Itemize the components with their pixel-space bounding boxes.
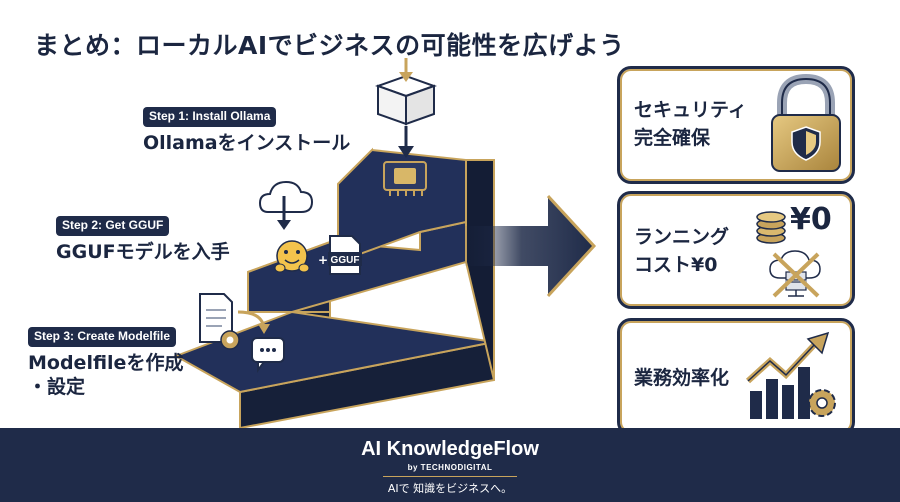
- brand-separator: [383, 476, 517, 477]
- brand-name: AI KnowledgeFlow: [361, 438, 539, 460]
- chat-bubble-icon: [251, 337, 285, 373]
- brand-by: by TECHNODIGITAL: [407, 463, 493, 472]
- package-box-icon: [375, 58, 437, 126]
- plus-icon: +: [318, 253, 328, 267]
- benefit-card-efficiency: 業務効率化: [617, 318, 855, 436]
- benefit-2-line2: コスト¥0: [634, 254, 718, 276]
- step-1-tag: Step 1: Install Ollama: [143, 107, 277, 127]
- benefit-1-line2: 完全確保: [634, 127, 711, 149]
- curved-arrow-icon: [237, 310, 270, 334]
- document-icon: [199, 293, 233, 343]
- step-3-tag: Step 3: Create Modelfile: [28, 327, 177, 347]
- big-right-arrow-icon: [462, 194, 597, 298]
- step-2-text: GGUFモデルを入手: [56, 241, 230, 263]
- growth-chart-gear-icon: [745, 331, 836, 419]
- zero-cost-icon-text: ¥0: [790, 202, 832, 237]
- benefit-card-cost: ランニング コスト¥0 ¥0: [617, 191, 855, 309]
- step-3-text-line2: ・設定: [28, 376, 86, 398]
- step-3-text-line1: Modelfileを作成: [28, 352, 184, 374]
- coins-icon: [756, 211, 786, 244]
- chip-icon: [383, 161, 427, 196]
- no-cloud-server-icon: [769, 250, 821, 298]
- gear-icon: [220, 330, 240, 350]
- benefit-card-security: セキュリティ 完全確保: [617, 66, 855, 184]
- benefit-2-line1: ランニング: [634, 226, 730, 248]
- padlock-shield-icon: [771, 73, 841, 172]
- gguf-file-icon: GGUF: [328, 235, 362, 275]
- benefit-3-line1: 業務効率化: [634, 367, 730, 389]
- step-2-tag: Step 2: Get GGUF: [56, 216, 170, 236]
- brand-footer: [0, 428, 900, 502]
- hugging-face-icon: [274, 240, 310, 273]
- install-down-arrow-icon: [398, 126, 414, 158]
- staircase: [173, 147, 495, 430]
- page-title: まとめ：ローカルAIでビジネスの可能性を広げよう: [34, 31, 625, 60]
- gguf-file-label: GGUF: [331, 255, 360, 266]
- step-1-text: Ollamaをインストール: [143, 132, 351, 154]
- benefit-1-line1: セキュリティ: [634, 99, 747, 121]
- cloud-download-icon: [258, 180, 314, 230]
- brand-tagline: AIで 知識をビジネスへ。: [387, 482, 513, 495]
